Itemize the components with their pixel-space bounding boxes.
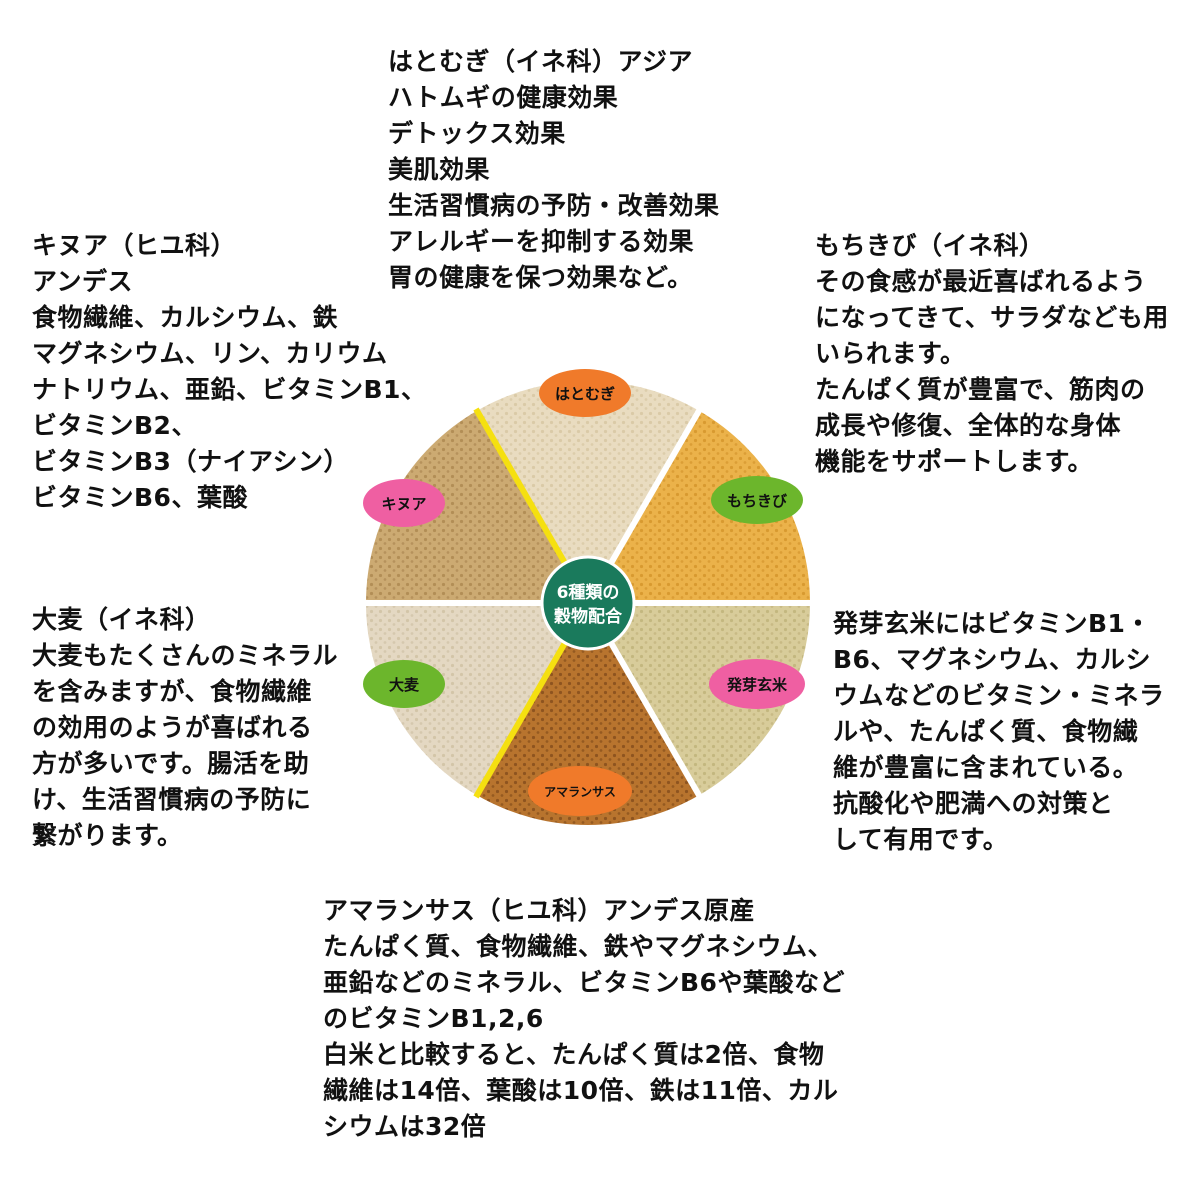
center-label-line: 穀物配合 bbox=[554, 606, 623, 627]
text-line: 繋がります。 bbox=[32, 821, 183, 850]
text-line: デトックス効果 bbox=[388, 119, 566, 148]
text-line: を含みますが、食物繊維 bbox=[32, 677, 313, 706]
grain-segment-barley bbox=[366, 603, 588, 796]
text-line: になってきて、サラダなども用 bbox=[815, 303, 1169, 332]
text-line: アレルギーを抑制する効果 bbox=[388, 227, 695, 256]
text-line: ビタミンB6、葉酸 bbox=[32, 483, 248, 512]
grain-segment-brownrice bbox=[588, 603, 810, 796]
grain-tag-brownrice: 発芽玄米 bbox=[709, 659, 805, 709]
text-line: アマランサス（ヒユ科）アンデス原産 bbox=[323, 896, 756, 925]
text-line: たんぱく質が豊富で、筋肉の bbox=[815, 375, 1146, 404]
text-line: 成長や修復、全体的な身体 bbox=[815, 411, 1122, 440]
text-line: その食感が最近喜ばれるよう bbox=[815, 267, 1147, 296]
center-hub bbox=[540, 555, 636, 651]
text-line: マグネシウム、リン、カリウム bbox=[32, 339, 388, 368]
text-line: 維が豊富に含まれている。 bbox=[833, 753, 1139, 782]
grain-segment-hatomugi bbox=[477, 380, 699, 603]
text-line: 大麦もたくさんのミネラル bbox=[32, 641, 339, 670]
text-line: 胃の健康を保つ効果など。 bbox=[388, 263, 693, 292]
amaranth-description: アマランサス（ヒユ科）アンデス原産たんぱく質、食物繊維、鉄やマグネシウム、亜鉛な… bbox=[323, 893, 845, 1145]
text-line: いられます。 bbox=[815, 339, 966, 368]
grain-tag-amaranth: アマランサス bbox=[528, 766, 632, 816]
text-line: アンデス bbox=[32, 267, 134, 296]
text-line: して有用です。 bbox=[833, 825, 1009, 854]
text-line: 食物繊維、カルシウム、鉄 bbox=[32, 303, 339, 332]
text-line: キヌア（ヒユ科） bbox=[32, 231, 237, 260]
hatomugi-description: はとむぎ（イネ科）アジアハトムギの健康効果デトックス効果美肌効果生活習慣病の予防… bbox=[388, 44, 720, 296]
text-line: 美肌効果 bbox=[388, 155, 491, 184]
text-line: 生活習慣病の予防・改善効果 bbox=[388, 191, 720, 220]
text-line: 繊維は14倍、葉酸は10倍、鉄は11倍、カル bbox=[323, 1076, 839, 1105]
text-line: 発芽玄米にはビタミンB1・ bbox=[833, 609, 1151, 638]
text-line: 方が多いです。腸活を助 bbox=[32, 749, 310, 778]
text-line: のビタミンB1,2,6 bbox=[323, 1004, 544, 1033]
text-line: ウムなどのビタミン・ミネラ bbox=[833, 681, 1165, 710]
text-line: 大麦（イネ科） bbox=[32, 605, 211, 634]
text-line: の効用のようが喜ばれる bbox=[32, 713, 313, 742]
grain-segment-amaranth bbox=[477, 603, 699, 826]
barley-description: 大麦（イネ科） 大麦もたくさんのミネラルを含みますが、食物繊維の効用のようが喜ばれ… bbox=[32, 602, 338, 854]
text-line: 亜鉛などのミネラル、ビタミンB6や葉酸など bbox=[323, 968, 845, 997]
grain-segment-mochikibi bbox=[588, 410, 810, 603]
mochikibi-description: もちきび（イネ科） その食感が最近喜ばれるようになってきて、サラダなども用いられま… bbox=[815, 228, 1169, 480]
text-line: ハトムギの健康効果 bbox=[388, 83, 619, 112]
text-line: B6、マグネシウム、カルシ bbox=[833, 645, 1151, 674]
text-line: はとむぎ（イネ科）アジア bbox=[388, 47, 694, 76]
text-line: ビタミンB3（ナイアシン） bbox=[32, 447, 349, 476]
text-line: 機能をサポートします。 bbox=[815, 447, 1094, 476]
quinoa-description: キヌア（ヒユ科） アンデス食物繊維、カルシウム、鉄マグネシウム、リン、カリウムナト… bbox=[32, 228, 426, 516]
grain-tag-mochikibi: もちきび bbox=[711, 476, 803, 524]
text-line: 抗酸化や肥満への対策と bbox=[833, 789, 1114, 818]
text-line: け、生活習慣病の予防に bbox=[32, 785, 312, 814]
grain-tag-barley: 大麦 bbox=[363, 660, 445, 708]
brown-rice-description: 発芽玄米にはビタミンB1・ B6、マグネシウム、カルシウムなどのビタミン・ミネラル… bbox=[833, 606, 1165, 858]
text-line: もちきび（イネ科） bbox=[815, 231, 1045, 260]
text-line: ナトリウム、亜鉛、ビタミンB1、 bbox=[32, 375, 427, 404]
grain-segment-quinoa bbox=[366, 410, 588, 603]
text-line: ビタミンB2、 bbox=[32, 411, 197, 440]
grain-wheel: 6種類の穀物配合 はとむぎもちきび発芽玄米アマランサス 大麦 キヌア bbox=[360, 369, 816, 831]
text-line: ルや、たんぱく質、食物繊 bbox=[833, 717, 1139, 746]
grain-tag-hatomugi: はとむぎ bbox=[539, 369, 631, 417]
text-line: シウムは32倍 bbox=[323, 1112, 487, 1141]
text-line: たんぱく質、食物繊維、鉄やマグネシウム、 bbox=[323, 932, 834, 961]
center-label-line: 6種類の bbox=[557, 582, 620, 603]
text-line: 白米と比較すると、たんぱく質は2倍、食物 bbox=[323, 1040, 825, 1069]
grain-tag-quinoa: キヌア bbox=[363, 479, 445, 527]
